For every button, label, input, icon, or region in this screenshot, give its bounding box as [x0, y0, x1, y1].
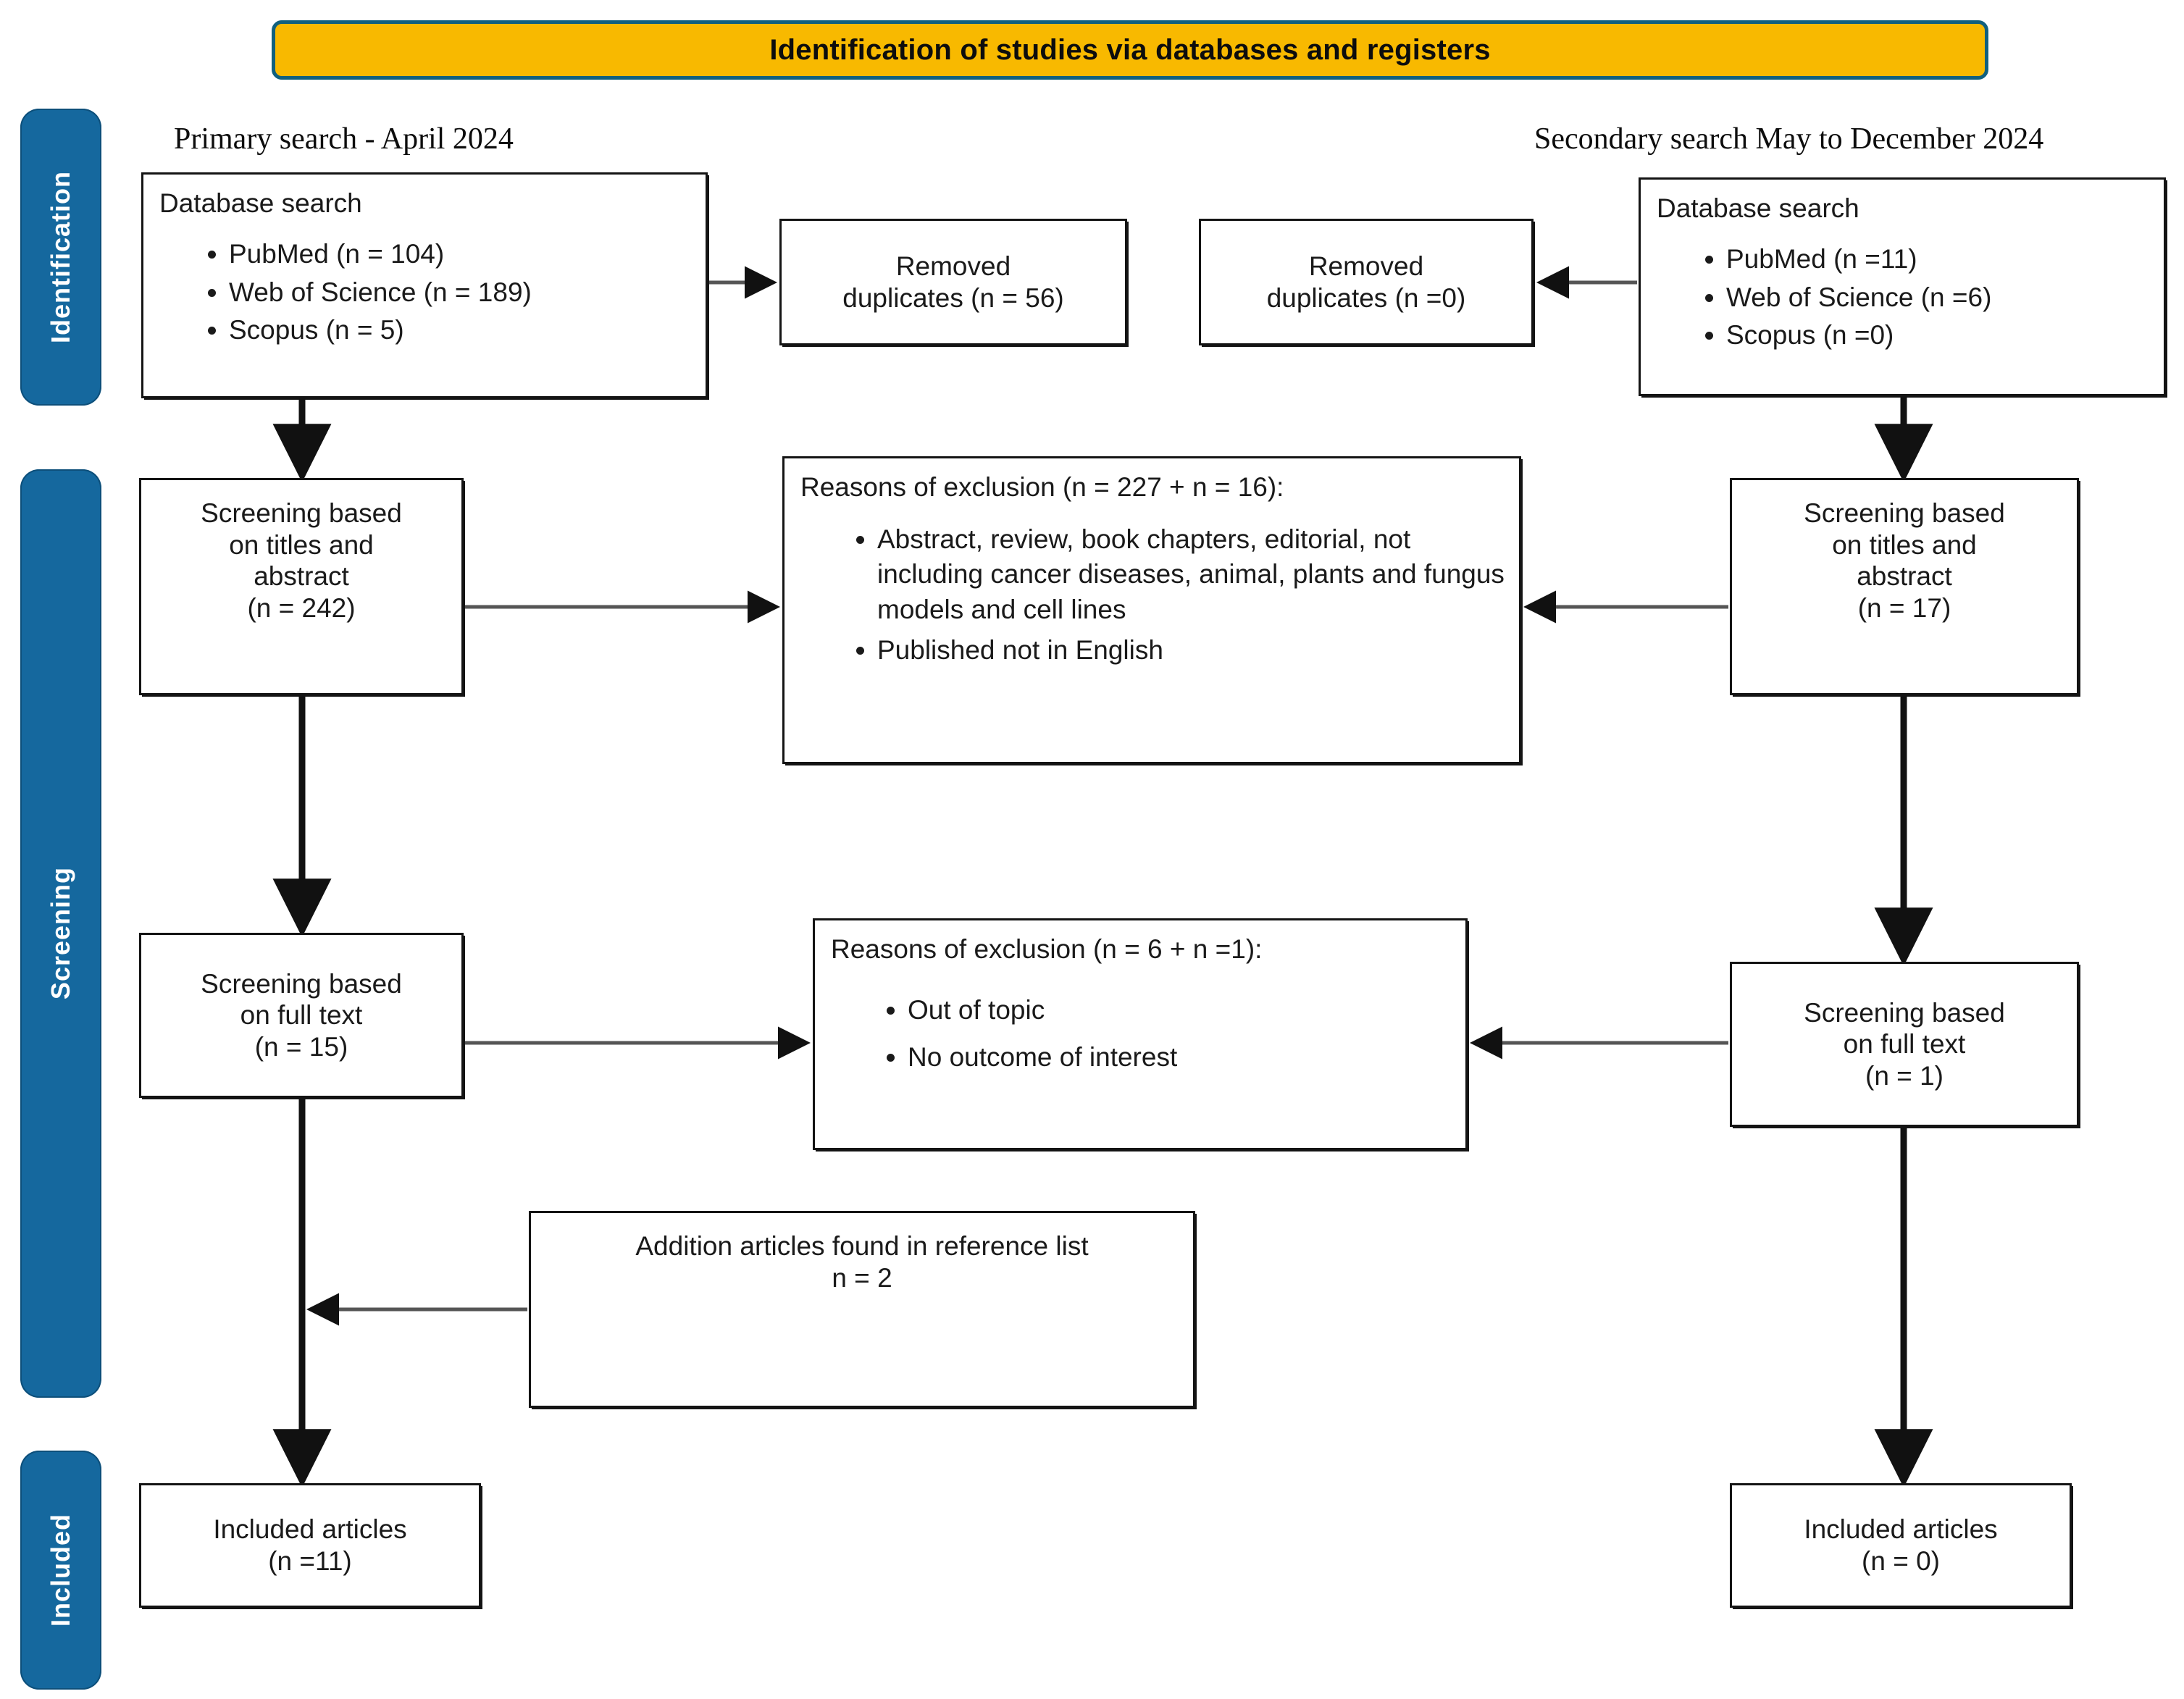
stage-label-included: Included: [46, 1513, 75, 1627]
box-database-search-secondary: Database search PubMed (n =11) Web of Sc…: [1639, 177, 2166, 396]
list-item: No outcome of interest: [908, 1039, 1457, 1077]
list-item: PubMed (n = 104): [229, 235, 697, 274]
box-screening-fulltext-primary: Screening based on full text (n = 15): [139, 933, 464, 1098]
secondary-search-caption: Secondary search May to December 2024: [1534, 122, 2044, 156]
box-screening-titles-abstract-primary: Screening based on titles and abstract (…: [139, 478, 464, 695]
box-screening-fulltext-secondary: Screening based on full text (n = 1): [1730, 962, 2079, 1127]
addition-count: n = 2: [832, 1262, 892, 1293]
list-item: Web of Science (n =6): [1726, 279, 2155, 317]
box-included-articles-secondary: Included articles (n = 0): [1730, 1483, 2072, 1608]
scr-ft-left-line1: Screening based: [201, 968, 402, 999]
list-item: Scopus (n = 5): [229, 311, 697, 350]
dup-left-line1: Removed: [895, 251, 1011, 281]
banner-title: Identification of studies via databases …: [769, 33, 1491, 66]
incl-right-line1: Included articles: [1804, 1514, 1998, 1545]
box-reasons-exclusion-titles: Reasons of exclusion (n = 227 + n = 16):…: [782, 456, 1521, 764]
db-left-heading: Database search: [159, 188, 362, 218]
list-item: Scopus (n =0): [1726, 316, 2155, 355]
scr-ta-left-count: (n = 242): [247, 592, 356, 623]
list-item: PubMed (n =11): [1726, 240, 2155, 279]
stage-label-screening: Screening: [46, 867, 75, 1000]
box-reasons-exclusion-fulltext: Reasons of exclusion (n = 6 + n =1): Out…: [813, 918, 1468, 1150]
list-item: Web of Science (n = 189): [229, 274, 697, 312]
list-item: Abstract, review, book chapters, editori…: [877, 522, 1510, 626]
db-right-heading: Database search: [1657, 193, 1859, 223]
scr-ta-right-line1: Screening based: [1804, 498, 2005, 528]
db-right-list: PubMed (n =11) Web of Science (n =6) Sco…: [1657, 240, 2155, 355]
stage-pill-identification: Identification: [20, 109, 101, 406]
reasons-2-heading: Reasons of exclusion (n = 6 + n =1):: [831, 934, 1263, 964]
reasons-1-list: Abstract, review, book chapters, editori…: [800, 522, 1510, 667]
scr-ft-right-count: (n = 1): [1865, 1060, 1944, 1091]
scr-ta-left-line1: Screening based: [201, 498, 402, 528]
incl-right-count: (n = 0): [1862, 1546, 1940, 1576]
scr-ft-right-line1: Screening based: [1804, 997, 2005, 1028]
list-item: Published not in English: [877, 633, 1510, 668]
scr-ta-left-line2: on titles and: [229, 529, 374, 560]
stage-pill-included: Included: [20, 1451, 101, 1690]
dup-right-line1: Removed: [1308, 251, 1424, 281]
dup-right-line2: duplicates (n =0): [1266, 282, 1466, 313]
reasons-2-list: Out of topic No outcome of interest: [831, 991, 1457, 1076]
scr-ta-right-count: (n = 17): [1857, 592, 1951, 623]
list-item: Out of topic: [908, 991, 1457, 1030]
box-included-articles-primary: Included articles (n =11): [139, 1483, 481, 1608]
reasons-1-heading: Reasons of exclusion (n = 227 + n = 16):: [800, 472, 1284, 502]
box-addition-articles-reference-list: Addition articles found in reference lis…: [529, 1211, 1195, 1408]
stage-label-identification: Identification: [46, 171, 75, 343]
scr-ft-left-line2: on full text: [240, 1000, 363, 1031]
scr-ta-right-line3: abstract: [1857, 561, 1952, 592]
dup-left-line2: duplicates (n = 56): [842, 282, 1064, 313]
box-screening-titles-abstract-secondary: Screening based on titles and abstract (…: [1730, 478, 2079, 695]
scr-ta-right-line2: on titles and: [1832, 529, 1977, 560]
stage-pill-screening: Screening: [20, 469, 101, 1398]
box-removed-duplicates-primary: Removed duplicates (n = 56): [779, 219, 1127, 345]
incl-left-line1: Included articles: [213, 1514, 407, 1545]
box-database-search-primary: Database search PubMed (n = 104) Web of …: [141, 172, 708, 398]
addition-line1: Addition articles found in reference lis…: [635, 1231, 1089, 1261]
scr-ta-left-line3: abstract: [254, 561, 349, 592]
incl-left-count: (n =11): [268, 1546, 352, 1576]
diagram-header-banner: Identification of studies via databases …: [272, 20, 1988, 80]
scr-ft-right-line2: on full text: [1843, 1029, 1966, 1060]
db-left-list: PubMed (n = 104) Web of Science (n = 189…: [159, 235, 697, 350]
scr-ft-left-count: (n = 15): [254, 1031, 348, 1062]
primary-search-caption: Primary search - April 2024: [174, 122, 514, 156]
box-removed-duplicates-secondary: Removed duplicates (n =0): [1199, 219, 1534, 345]
